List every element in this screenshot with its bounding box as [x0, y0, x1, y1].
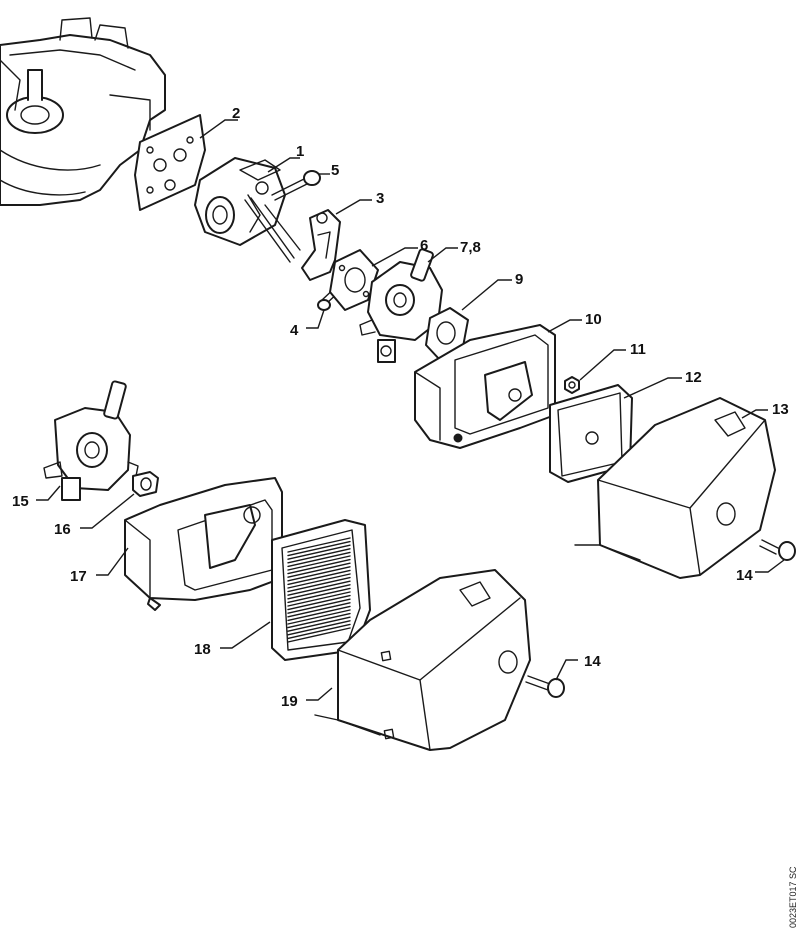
- drawing-reference: 0023ET017 SC: [788, 866, 798, 928]
- filter-pleat: [287, 612, 351, 629]
- part-5-screw: [271, 170, 321, 201]
- part-3-bracket: [301, 209, 341, 281]
- callout-14-lower: 14: [584, 653, 601, 670]
- part-1-manifold: [194, 157, 301, 263]
- filter-pleat: [287, 605, 351, 622]
- part-19-cover: [314, 569, 531, 751]
- filter-pleat: [287, 569, 351, 586]
- filter-pleat: [287, 620, 351, 636]
- filter-pleat: [287, 576, 351, 593]
- part-6-gasket: [329, 249, 379, 311]
- part-2-gasket: [134, 114, 206, 211]
- filter-pleat: [287, 580, 351, 596]
- filter-pleat: [287, 548, 351, 564]
- callout-10: 10: [585, 311, 602, 328]
- filter-pleat: [287, 562, 351, 578]
- callout-7-8: 7,8: [460, 239, 481, 256]
- part-16-adapter: [132, 471, 159, 497]
- filter-pleat: [287, 551, 351, 568]
- callout-15: 15: [12, 493, 29, 510]
- callout-14-upper: 14: [736, 567, 753, 584]
- callout-16: 16: [54, 521, 71, 538]
- callout-11: 11: [630, 341, 646, 358]
- callout-3: 3: [376, 190, 384, 207]
- engine-crankcase: [0, 17, 166, 206]
- part-14-screw-upper: [759, 539, 796, 561]
- filter-pleat: [287, 584, 351, 600]
- part-11-nut: [564, 376, 580, 394]
- part-18-filter-element: [271, 519, 371, 661]
- filter-pleat: [287, 540, 351, 557]
- callout-12: 12: [685, 369, 702, 386]
- filter-pleat: [287, 616, 351, 632]
- filter-pleat: [287, 558, 351, 575]
- filter-pleat: [287, 602, 351, 618]
- filter-pleat: [287, 587, 351, 604]
- filter-pleat: [287, 627, 351, 643]
- filter-pleat: [287, 537, 351, 553]
- filter-pleat: [287, 566, 351, 582]
- callout-17: 17: [70, 568, 87, 585]
- callout-9: 9: [515, 271, 523, 288]
- part-17-filter-base: [124, 477, 283, 611]
- callout-19: 19: [281, 693, 298, 710]
- callout-1: 1: [296, 143, 304, 160]
- part-14-screw-lower: [525, 675, 565, 698]
- filter-pleat: [287, 573, 351, 589]
- filter-pleat: [287, 609, 351, 625]
- filter-pleat: [287, 555, 351, 571]
- part-15-carburetor: [43, 380, 139, 501]
- leader-lines: [36, 119, 785, 701]
- filter-pleat: [287, 623, 351, 640]
- filter-pleat: [287, 591, 351, 607]
- filter-pleat: [287, 598, 351, 614]
- callout-5: 5: [331, 162, 339, 179]
- callout-2: 2: [232, 105, 240, 122]
- callout-6: 6: [420, 237, 428, 254]
- callout-4: 4: [290, 322, 299, 339]
- callout-13: 13: [772, 401, 789, 418]
- part-10-filter-base: [414, 324, 556, 449]
- filter-pleat: [287, 594, 351, 611]
- part-13-cover: [574, 397, 776, 579]
- part-7-8-carburetor: [359, 248, 443, 363]
- callout-18: 18: [194, 641, 211, 658]
- filter-pleat: [287, 544, 351, 560]
